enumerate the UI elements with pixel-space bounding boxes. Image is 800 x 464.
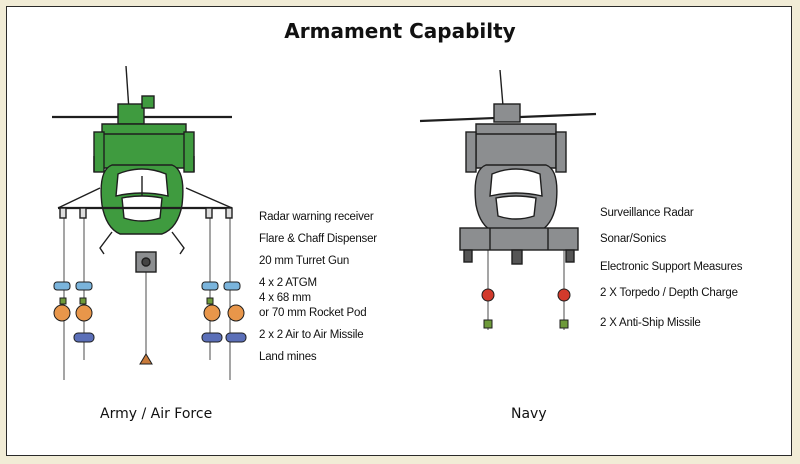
army-label-rocket-pod: or 70 mm Rocket Pod: [259, 307, 367, 319]
atgm-icon: [75, 281, 93, 291]
rocket-pod-icon: [227, 304, 245, 322]
army-label-land-mines: Land mines: [259, 351, 317, 363]
atgm-icon: [223, 281, 241, 291]
navy-sponson: [459, 227, 579, 251]
army-label-air-to-air: 2 x 2 Air to Air Missile: [259, 329, 364, 341]
army-engine-cowling: [101, 123, 187, 169]
anti-ship-missile-icon: [559, 319, 569, 329]
navy-label-torpedo: 2 X Torpedo / Depth Charge: [600, 287, 738, 299]
navy-windshield: [489, 168, 543, 197]
air-to-air-missile-icon: [225, 332, 247, 343]
navy-label-esm: Electronic Support Measures: [600, 261, 743, 273]
torpedo-icon: [557, 288, 571, 302]
army-landing-gear: [99, 231, 113, 255]
navy-helicopter: [419, 69, 597, 330]
atgm-icon: [53, 281, 71, 291]
rocket-pod-icon: [75, 304, 93, 322]
army-caption: Army / Air Force: [100, 406, 213, 422]
air-to-air-missile-icon: [73, 332, 95, 343]
atgm-icon: [201, 281, 219, 291]
rocket-pod-icon: [203, 304, 221, 322]
land-mine-icon: [139, 353, 153, 365]
navy-caption: Navy: [511, 406, 547, 422]
army-label-flare-chaff: Flare & Chaff Dispenser: [259, 233, 377, 245]
army-ordnance: [53, 281, 247, 365]
army-helicopter: [52, 65, 233, 380]
army-label-atgm: 4 x 2 ATGM: [259, 277, 317, 289]
anti-ship-missile-icon: [483, 319, 493, 329]
navy-engine-cowling: [475, 123, 557, 169]
navy-label-anti-ship: 2 X Anti-Ship Missile: [600, 317, 701, 329]
torpedo-icon: [481, 288, 495, 302]
navy-label-surveillance-radar: Surveillance Radar: [600, 207, 694, 219]
army-label-turret-gun: 20 mm Turret Gun: [259, 255, 350, 267]
army-rotor-hub: [117, 103, 145, 125]
army-label-68mm: 4 x 68 mm: [259, 292, 311, 304]
air-to-air-missile-icon: [201, 332, 223, 343]
army-label-radar-warning: Radar warning receiver: [259, 211, 374, 223]
navy-rotor-hub: [493, 103, 521, 123]
rocket-pod-icon: [53, 304, 71, 322]
navy-label-sonar: Sonar/Sonics: [600, 233, 666, 245]
page-title: Armament Capabilty: [284, 19, 516, 43]
navy-ordnance: [481, 288, 571, 329]
